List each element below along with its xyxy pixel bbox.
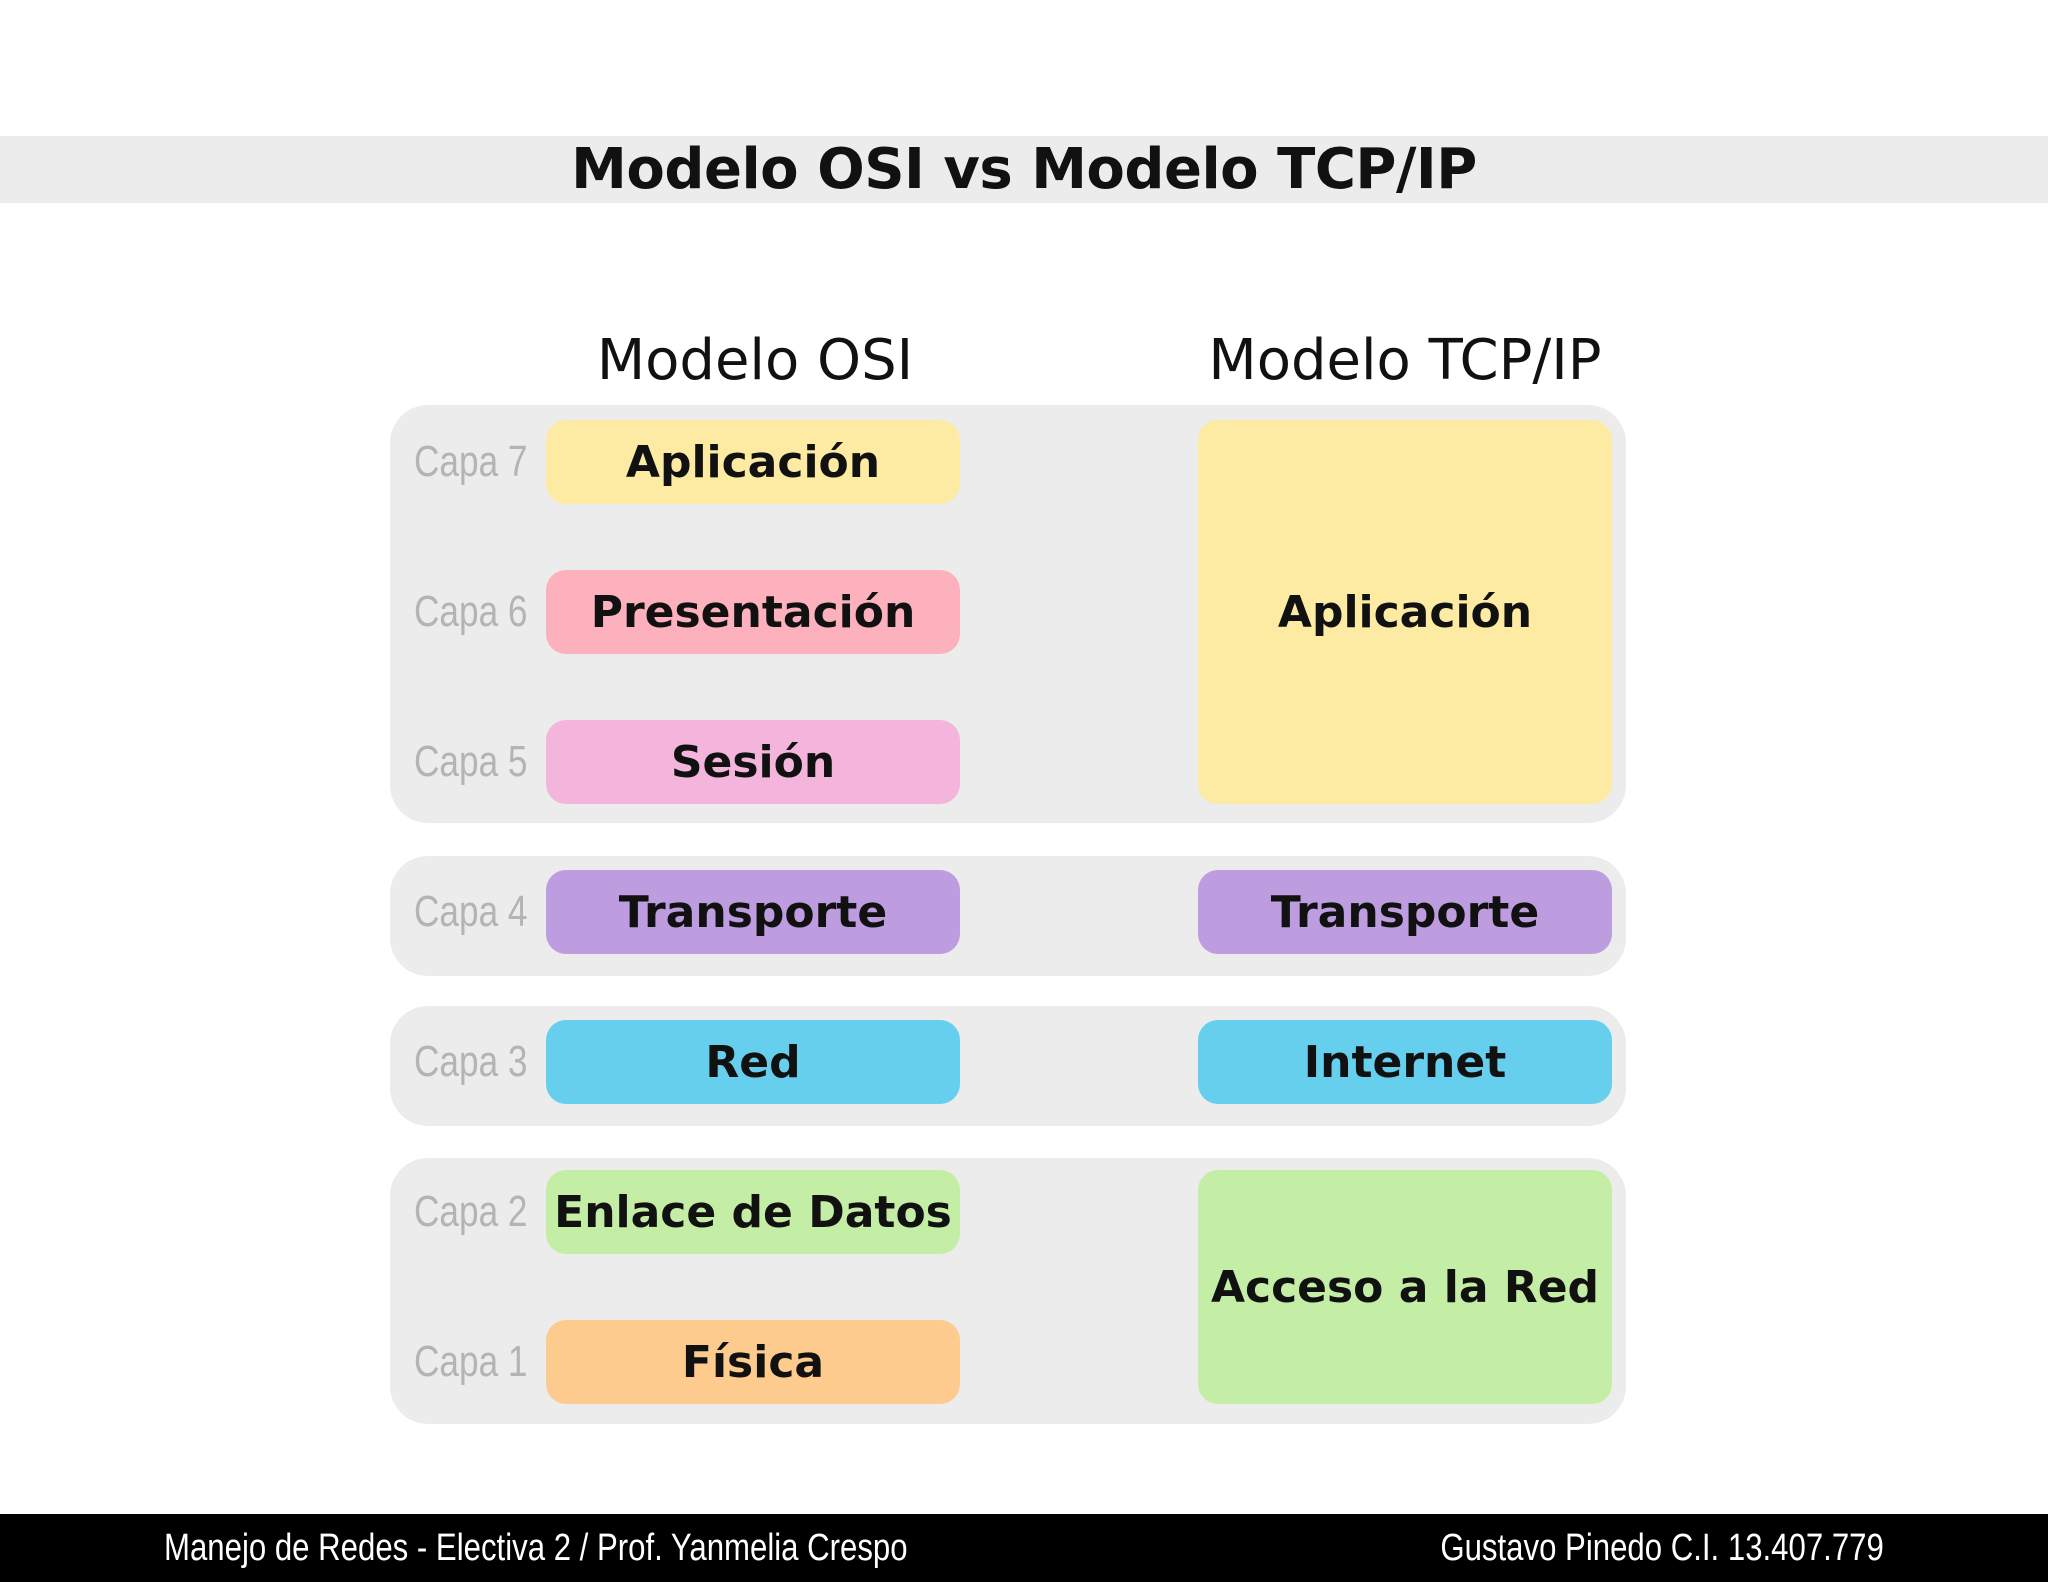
layer-label-5: Capa 5 bbox=[414, 737, 528, 786]
tcp-heading: Modelo TCP/IP bbox=[1208, 327, 1602, 393]
osi-layer-application: Aplicación bbox=[546, 420, 960, 504]
footer-course: Manejo de Redes - Electiva 2 / Prof. Yan… bbox=[164, 1526, 908, 1569]
osi-layer-presentation: Presentación bbox=[546, 570, 960, 654]
layer-label-6: Capa 6 bbox=[414, 587, 528, 636]
layer-label-7: Capa 7 bbox=[414, 437, 528, 486]
layer-label-3: Capa 3 bbox=[414, 1037, 528, 1086]
footer-author: Gustavo Pinedo C.I. 13.407.779 bbox=[1440, 1526, 1884, 1569]
layer-label-1: Capa 1 bbox=[414, 1337, 528, 1386]
osi-layer-physical: Física bbox=[546, 1320, 960, 1404]
tcp-layer-internet: Internet bbox=[1198, 1020, 1612, 1104]
layer-label-2: Capa 2 bbox=[414, 1187, 528, 1236]
footer-bar: Manejo de Redes - Electiva 2 / Prof. Yan… bbox=[0, 1514, 2048, 1582]
layer-label-4: Capa 4 bbox=[414, 887, 528, 936]
tcp-layer-transport: Transporte bbox=[1198, 870, 1612, 954]
osi-layer-session: Sesión bbox=[546, 720, 960, 804]
osi-layer-data-link: Enlace de Datos bbox=[546, 1170, 960, 1254]
osi-layer-network: Red bbox=[546, 1020, 960, 1104]
osi-layer-transport: Transporte bbox=[546, 870, 960, 954]
tcp-layer-network-access: Acceso a la Red bbox=[1198, 1170, 1612, 1404]
osi-heading: Modelo OSI bbox=[596, 327, 914, 393]
title-band: Modelo OSI vs Modelo TCP/IP bbox=[0, 136, 2048, 203]
tcp-layer-application: Aplicación bbox=[1198, 420, 1612, 804]
page-title: Modelo OSI vs Modelo TCP/IP bbox=[571, 137, 1477, 202]
